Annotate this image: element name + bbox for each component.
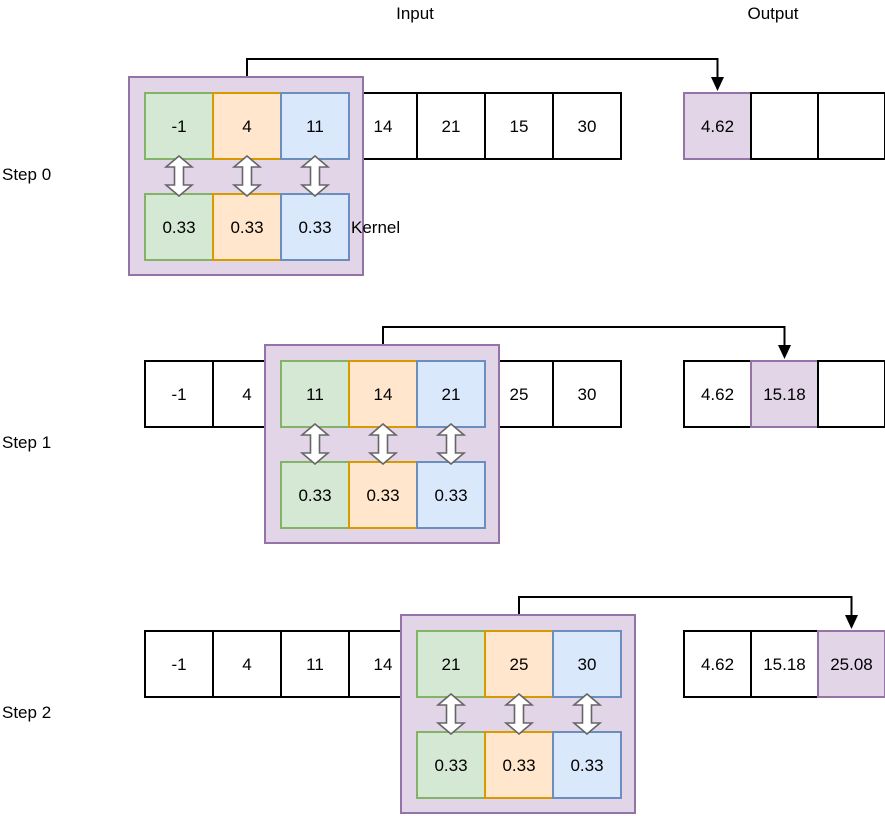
window-cell-blue: 21 xyxy=(416,360,486,428)
input-cell: 30 xyxy=(552,92,622,160)
double-arrow-icon xyxy=(163,155,195,197)
input-cell: 15 xyxy=(484,92,554,160)
output-title: Output xyxy=(747,4,799,23)
output-cell-highlighted: 15.18 xyxy=(750,360,819,428)
flow-arrowhead-icon xyxy=(778,345,791,359)
window-cell-orange: 25 xyxy=(484,630,554,698)
input-title: Input xyxy=(396,4,434,23)
output-cell: 4.62 xyxy=(683,360,752,428)
kernel-cell-blue: 0.33 xyxy=(416,461,486,529)
kernel-cell-blue: 0.33 xyxy=(280,193,350,261)
input-cell: 4 xyxy=(212,630,282,698)
input-cell: 21 xyxy=(416,92,486,160)
output-cell xyxy=(817,360,885,428)
double-arrow-icon xyxy=(367,423,399,465)
window-cell-green: 11 xyxy=(280,360,350,428)
window-cell-orange: 14 xyxy=(348,360,418,428)
window-cell-orange: 4 xyxy=(212,92,282,160)
double-arrow-icon xyxy=(299,423,331,465)
window-cell-blue: 30 xyxy=(552,630,622,698)
double-arrow-icon xyxy=(435,693,467,735)
double-arrow-icon xyxy=(503,693,535,735)
window-cell-green: -1 xyxy=(144,92,214,160)
input-cell: 11 xyxy=(280,630,350,698)
input-cell: -1 xyxy=(144,630,214,698)
input-cell: 30 xyxy=(552,360,622,428)
step-label: Step 2 xyxy=(2,703,52,722)
double-arrow-icon xyxy=(299,155,331,197)
input-cell: -1 xyxy=(144,360,214,428)
output-cell xyxy=(817,92,885,160)
output-cell-highlighted: 4.62 xyxy=(683,92,752,160)
kernel-cell-blue: 0.33 xyxy=(552,731,622,799)
double-arrow-icon xyxy=(435,423,467,465)
flow-arrowhead-icon xyxy=(711,77,724,91)
kernel-cell-green: 0.33 xyxy=(280,461,350,529)
window-cell-green: 21 xyxy=(416,630,486,698)
output-cell-highlighted: 25.08 xyxy=(817,630,885,698)
kernel-cell-green: 0.33 xyxy=(416,731,486,799)
output-cell xyxy=(750,92,819,160)
step-label: Step 1 xyxy=(2,433,52,452)
step-label: Step 0 xyxy=(2,165,52,184)
kernel-cell-orange: 0.33 xyxy=(212,193,282,261)
double-arrow-icon xyxy=(571,693,603,735)
kernel-label: Kernel xyxy=(351,218,401,237)
window-cell-blue: 11 xyxy=(280,92,350,160)
output-cell: 15.18 xyxy=(750,630,819,698)
kernel-cell-orange: 0.33 xyxy=(348,461,418,529)
flow-arrowhead-icon xyxy=(845,615,858,629)
kernel-cell-green: 0.33 xyxy=(144,193,214,261)
double-arrow-icon xyxy=(231,155,263,197)
kernel-cell-orange: 0.33 xyxy=(484,731,554,799)
output-cell: 4.62 xyxy=(683,630,752,698)
